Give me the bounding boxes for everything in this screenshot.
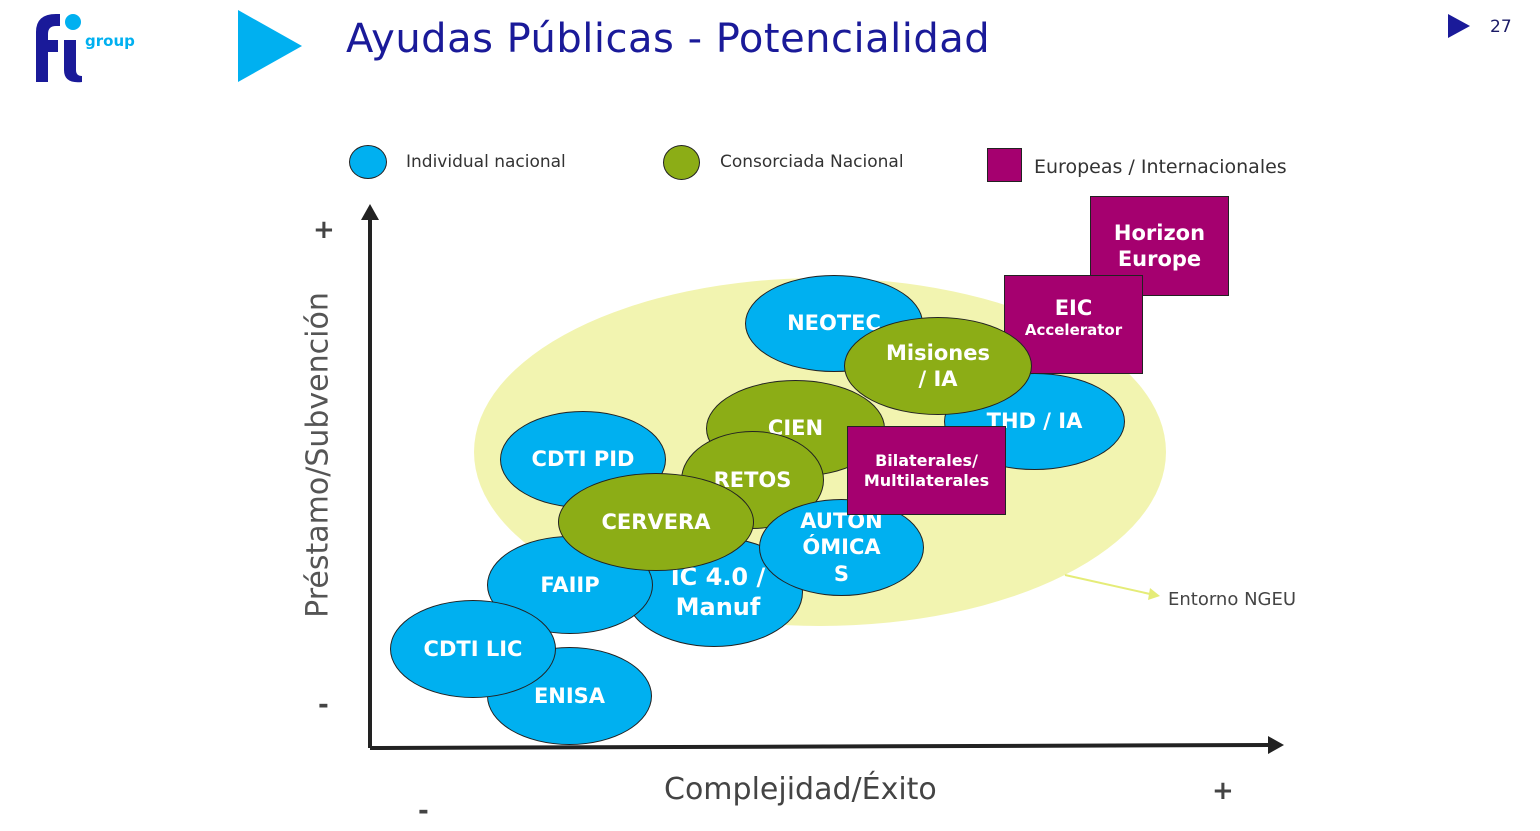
x-axis (369, 743, 1271, 750)
node-horizon-line1: Horizon (1113, 220, 1206, 245)
ngeu-pointer (1064, 574, 1151, 595)
node-bilaterales-line1: Bilaterales/ (875, 450, 978, 470)
y-axis-plus: + (313, 215, 335, 245)
legend-europeas-swatch (987, 148, 1022, 182)
node-cervera: CERVERA (558, 473, 754, 571)
x-axis-plus: + (1212, 776, 1234, 806)
node-bilaterales-line2: Multilaterales (863, 470, 990, 490)
page-number: 27 (1490, 17, 1512, 37)
node-misiones-line1: Misiones (886, 340, 990, 365)
y-axis-arrowhead (361, 204, 379, 220)
node-cdti-pid-label: CDTI PID (531, 447, 635, 472)
ngeu-label: Entorno NGEU (1168, 589, 1297, 610)
node-eic-line1: EIC (1054, 296, 1093, 320)
legend-consorciada-swatch (663, 145, 700, 180)
node-faiip-label: FAIIP (540, 572, 600, 597)
node-autonomicas-line3: S (833, 561, 850, 586)
legend-individual-label: Individual nacional (406, 152, 566, 172)
page-title: Ayudas Públicas - Potencialidad (346, 16, 991, 62)
node-cdti-lic: CDTI LIC (390, 600, 556, 698)
y-axis-label: Préstamo/Subvención (300, 292, 336, 618)
y-axis-minus: - (318, 690, 329, 720)
title-arrow-icon (236, 10, 302, 86)
legend-individual-swatch (349, 145, 387, 179)
node-autonomicas: AUTON ÓMICA S (759, 499, 924, 596)
node-neotec-label: NEOTEC (787, 311, 881, 336)
x-axis-label: Complejidad/Éxito (664, 772, 937, 807)
logo-word: group (85, 32, 135, 50)
node-enisa-label: ENISA (533, 683, 606, 708)
node-misiones-ia: Misiones / IA (844, 317, 1032, 415)
node-ic40-line2: Manuf (675, 593, 761, 621)
node-horizon-line2: Europe (1117, 247, 1202, 271)
node-autonomicas-line2: ÓMICA (802, 535, 881, 560)
node-eic-line2: Accelerator (1024, 321, 1123, 340)
fi-group-logo: group (28, 10, 138, 85)
legend-consorciada-label: Consorciada Nacional (720, 152, 904, 172)
next-slide-icon[interactable] (1446, 12, 1472, 44)
x-axis-minus: - (418, 796, 429, 826)
node-misiones-line2: / IA (918, 367, 958, 391)
node-cervera-label: CERVERA (601, 509, 711, 534)
ngeu-pointer-head (1148, 588, 1160, 600)
x-axis-arrowhead (1268, 736, 1284, 754)
legend-europeas-label: Europeas / Internacionales (1034, 156, 1287, 178)
node-cdti-lic-label: CDTI LIC (423, 636, 523, 661)
node-bilaterales: Bilaterales/ Multilaterales (847, 426, 1006, 515)
